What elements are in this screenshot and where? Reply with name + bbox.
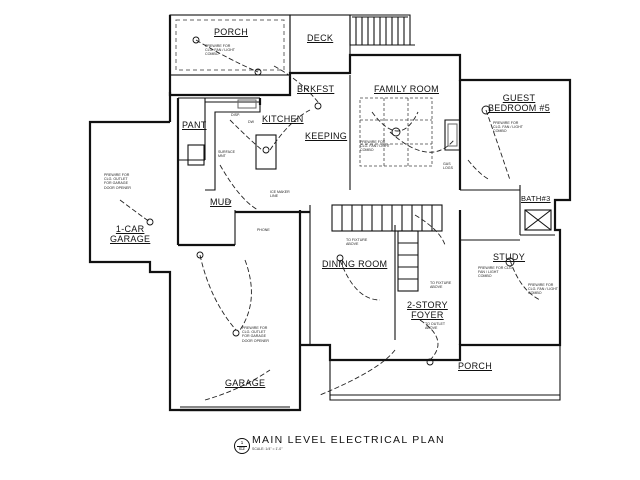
note-outlet-above: TO OUTLET ABOVE: [425, 322, 446, 331]
room-label-foyer: 2-STORY FOYER: [407, 300, 448, 320]
note-garage-opener: PREWIRE FOR CLG. OUTLET FOR GARAGE DOOR …: [242, 326, 269, 343]
interior-walls: [176, 75, 555, 346]
note-ice-maker: ICE MAKER LINE: [270, 190, 290, 199]
note-dw: DW: [248, 120, 254, 124]
room-label-kitchen: KITCHEN: [262, 114, 304, 124]
note-study-fan2: PREWIRE FOR CLG. FAN / LIGHT COMBO: [528, 283, 558, 296]
room-label-porch-front: PORCH: [458, 361, 493, 371]
bath3-tub: [524, 209, 552, 231]
detail-bubble-bottom: E2: [239, 446, 245, 451]
light-fixtures: [146, 36, 515, 366]
note-porch-fan: PREWIRE FOR CLG. FAN / LIGHT COMBO: [205, 44, 235, 57]
coffered-ceiling: [359, 97, 433, 167]
detail-bubble-divider: [237, 445, 247, 447]
note-1car-opener: PREWIRE FOR CLG. OUTLET FOR GARAGE DOOR …: [104, 173, 131, 190]
room-label-1car-garage: 1-CAR GARAGE: [110, 224, 151, 244]
detail-bubble: 1 E2: [234, 438, 250, 454]
front-porch: [329, 345, 561, 401]
room-label-keeping: KEEPING: [305, 131, 348, 141]
room-label-dining-room: DINING ROOM: [322, 259, 388, 269]
fireplace: [444, 119, 460, 151]
note-study-fan: PREWIRE FOR CLG. FAN / LIGHT COMBO: [478, 266, 513, 279]
room-label-family-room: FAMILY ROOM: [374, 84, 439, 94]
room-label-brkfst: BRKFST: [297, 84, 335, 94]
deck-outline: [289, 14, 415, 74]
note-fixture-above-2: TO FIXTURE ABOVE: [430, 281, 452, 290]
note-family-fan: PREWIRE FOR CLG. FAN / LIGHT COMBO: [360, 140, 390, 153]
note-fixture-above-1: TO FIXTURE ABOVE: [346, 238, 368, 247]
room-label-porch-rear: PORCH: [214, 27, 249, 37]
room-label-guest-bedroom: GUEST BEDROOM #5: [488, 93, 551, 113]
room-label-mud: MUD: [210, 197, 232, 207]
note-cat: CAT: [225, 200, 232, 204]
drawing-title: MAIN LEVEL ELECTRICAL PLAN: [252, 434, 445, 446]
room-label-deck: DECK: [307, 33, 334, 43]
deck-stairs: [352, 16, 408, 45]
garage-door: [180, 406, 290, 412]
room-label-garage: GARAGE: [225, 378, 266, 388]
main-stair: [331, 204, 443, 292]
note-phone: PHONE: [257, 228, 270, 232]
note-gas-logs: GAS LOGS: [443, 162, 453, 171]
detail-bubble-top: 1: [240, 440, 244, 445]
room-label-bath3: BATH#3: [521, 194, 551, 203]
wiring-runs: [119, 39, 541, 401]
kitchen-counters: [187, 99, 277, 191]
room-label-study: STUDY: [493, 252, 526, 262]
room-label-pant: PANT: [182, 120, 207, 130]
note-surface-mnt: SURFACE MNT: [218, 150, 235, 159]
note-guest-fan: PREWIRE FOR CLG. FAN / LIGHT COMBO: [493, 121, 523, 134]
note-disp: DISP.: [231, 113, 240, 117]
scale-note: SCALE: 1/4" = 1'-0": [252, 447, 283, 451]
